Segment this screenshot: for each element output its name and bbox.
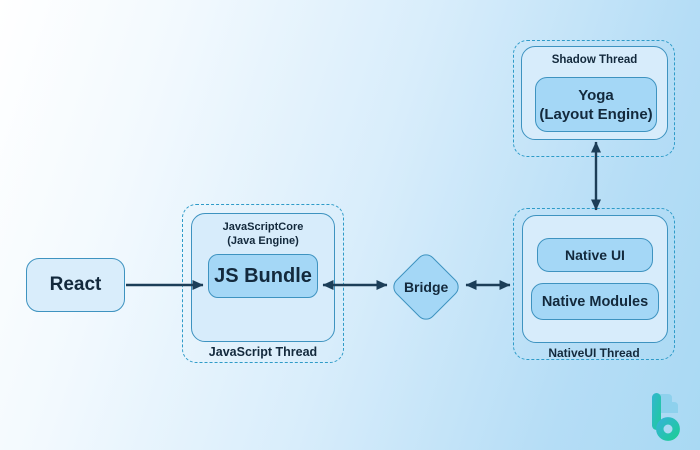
js-bundle-label: JS Bundle	[214, 264, 312, 287]
native-modules-label: Native Modules	[541, 293, 649, 310]
yoga-label-line2: (Layout Engine)	[539, 105, 653, 123]
yoga-label-line1: Yoga	[578, 86, 614, 104]
brand-b-logo-icon	[652, 393, 680, 441]
nativeui-thread-inner-container	[522, 215, 668, 343]
yoga-node: Yoga (Layout Engine)	[535, 77, 657, 132]
native-ui-node: Native UI	[537, 238, 653, 272]
javascript-thread-label: JavaScript Thread	[208, 345, 318, 359]
b-logo-ring	[656, 417, 680, 441]
native-ui-label: Native UI	[565, 247, 625, 263]
shadow-thread-label: Shadow Thread	[551, 54, 638, 66]
bridge-label: Bridge	[403, 279, 449, 295]
javascriptcore-title: JavaScriptCore (Java Engine)	[192, 220, 334, 248]
nativeui-thread-label: NativeUI Thread	[548, 346, 640, 360]
react-node-label: React	[49, 274, 102, 295]
b-logo-flag	[660, 394, 678, 413]
javascriptcore-title-line2: (Java Engine)	[227, 235, 299, 247]
b-logo-stem	[652, 393, 661, 430]
bridge-node: Bridge	[389, 250, 463, 324]
react-node: React	[26, 258, 125, 312]
native-modules-node: Native Modules	[531, 283, 659, 320]
js-bundle-node: JS Bundle	[208, 254, 318, 298]
javascriptcore-title-line1: JavaScriptCore	[222, 221, 304, 233]
